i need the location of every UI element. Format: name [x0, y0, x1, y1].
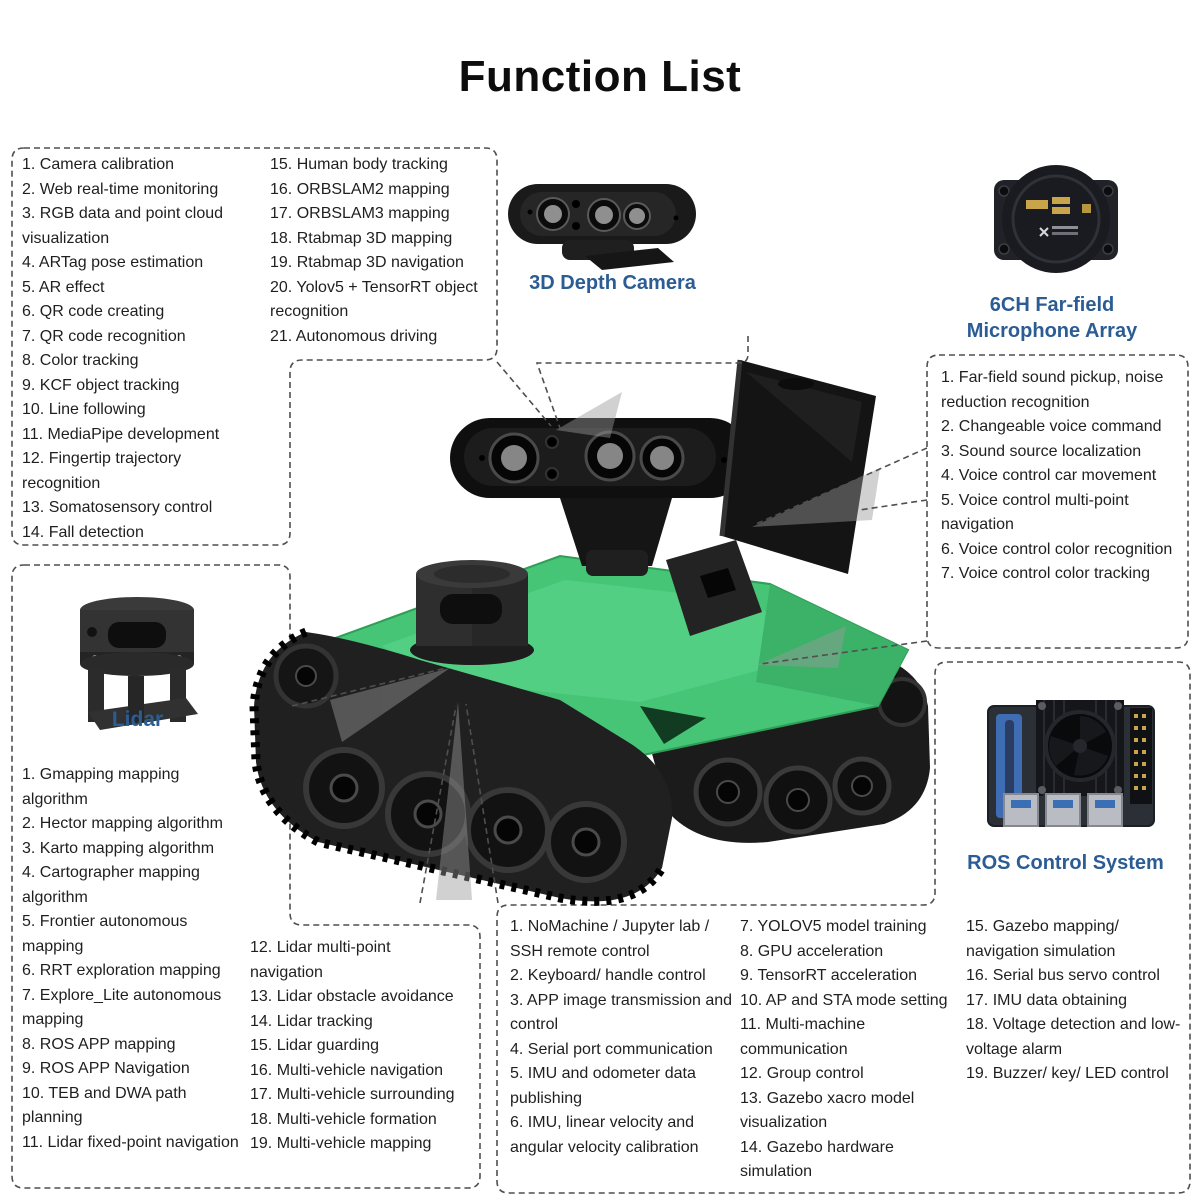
- ros-functions-col3: 15. Gazebo mapping/ navigation simulatio…: [966, 915, 1188, 1087]
- function-list-item: 2. Web real-time monitoring: [22, 180, 219, 198]
- function-list-item: 3. APP image transmission and control: [510, 991, 733, 1034]
- camera-functions-col2: 15. Human body tracking 16. ORBSLAM2 mapp…: [270, 153, 498, 349]
- function-list-item: 5. Voice control multi-point navigation: [941, 491, 1129, 534]
- function-list-item: 11. MediaPipe development: [22, 425, 220, 443]
- function-list-item: 17. Multi-vehicle surrounding: [250, 1086, 455, 1103]
- function-list-item: 11. Lidar fixed-point navigation: [22, 1133, 239, 1151]
- mic-logo: [1039, 227, 1049, 237]
- function-list-item: 16. Multi-vehicle navigation: [250, 1061, 443, 1079]
- function-list-item: 7. YOLOV5 model training: [740, 918, 927, 935]
- function-list-item: 7. Voice control color tracking: [941, 565, 1150, 582]
- function-list-item: 19. Multi-vehicle mapping: [250, 1135, 432, 1152]
- function-list-item: 10. AP and STA mode setting: [740, 991, 948, 1009]
- function-list-item: 3. Karto mapping algorithm: [22, 839, 215, 857]
- function-list-item: 19. Buzzer/ key/ LED control: [966, 1065, 1169, 1082]
- function-list-item: 4. ARTag pose estimation: [22, 254, 204, 271]
- function-list-item: 9. KCF object tracking: [22, 376, 180, 394]
- depth-camera-label: 3D Depth Camera: [529, 272, 696, 294]
- function-list-item: 16. Serial bus servo control: [966, 967, 1160, 984]
- function-list-item: 8. Color tracking: [22, 352, 139, 369]
- lidar-image: [80, 597, 198, 730]
- function-list-item: 19. Rtabmap 3D navigation: [270, 254, 464, 271]
- function-list-item: 6. Voice control color recognition: [941, 540, 1173, 558]
- camera-functions-col1: 1. Camera calibration 2. Web real-time mo…: [22, 153, 254, 545]
- ros-functions-box: [496, 661, 1191, 1194]
- function-list-item: 13. Gazebo xacro model visualization: [740, 1089, 915, 1132]
- function-list-item: 18. Voltage detection and low-voltage al…: [966, 1016, 1181, 1058]
- function-list-item: 12. Group control: [740, 1065, 864, 1082]
- lidar-functions-col2: 12. Lidar multi-point navigation 13. Lida…: [250, 936, 464, 1157]
- mic-functions-box: [926, 354, 1189, 649]
- ros-functions-col2: 7. YOLOV5 model training 8. GPU accelerat…: [740, 915, 952, 1185]
- function-list-item: 12. Lidar multi-point navigation: [250, 939, 391, 981]
- function-list-item: 7. Explore_Lite autonomous mapping: [22, 986, 222, 1029]
- function-list-item: 1. Gmapping mapping algorithm: [22, 766, 180, 808]
- function-list-item: 12. Fingertip trajectory recognition: [22, 450, 182, 492]
- function-list-item: 2. Keyboard/ handle control: [510, 967, 706, 984]
- function-list-item: 4. Cartographer mapping algorithm: [22, 864, 200, 906]
- function-list-item: 15. Lidar guarding: [250, 1037, 379, 1054]
- function-list-item: 18. Rtabmap 3D mapping: [270, 229, 453, 247]
- function-list-item: 8. GPU acceleration: [740, 942, 884, 960]
- function-list-item: 4. Serial port communication: [510, 1040, 713, 1058]
- function-list-item: 1. Camera calibration: [22, 156, 175, 173]
- function-list-item: 11. Multi-machine communication: [740, 1016, 866, 1058]
- function-list-item: 18. Multi-vehicle formation: [250, 1110, 437, 1128]
- function-list-item: 9. TensorRT acceleration: [740, 967, 917, 984]
- ros-board-image: [987, 700, 1155, 827]
- function-list-item: 2. Changeable voice command: [941, 418, 1162, 435]
- function-list-item: 14. Fall detection: [22, 523, 144, 541]
- depth-camera-image: [508, 184, 696, 270]
- function-list-item: 9. ROS APP Navigation: [22, 1060, 190, 1077]
- lidar-label: Lidar: [111, 708, 164, 731]
- function-list-item: 13. Lidar obstacle avoidance: [250, 988, 454, 1005]
- function-list-item: 21. Autonomous driving: [270, 327, 438, 345]
- function-list-item: 1. NoMachine / Jupyter lab / SSH remote …: [510, 918, 710, 960]
- function-list-item: 7. QR code recognition: [22, 327, 186, 345]
- function-list-item: 3. Sound source localization: [941, 442, 1142, 460]
- robot-image: [249, 359, 930, 906]
- function-list-item: 17. ORBSLAM3 mapping: [270, 205, 450, 222]
- function-list-item: 15. Human body tracking: [270, 156, 448, 173]
- mic-array-functions: 1. Far-field sound pickup, noise reducti…: [941, 366, 1183, 587]
- camera-functions-box: [11, 147, 498, 546]
- lidar-functions-box: [11, 564, 481, 1189]
- function-list-item: 6. IMU, linear velocity and angular velo…: [510, 1114, 699, 1156]
- function-list-item: 5. Frontier autonomous mapping: [22, 913, 188, 955]
- callout-leader-lines: [291, 336, 928, 904]
- function-list-item: 17. IMU data obtaining: [966, 991, 1127, 1009]
- ros-functions-col1: 1. NoMachine / Jupyter lab / SSH remote …: [510, 915, 738, 1160]
- lidar-functions-col1: 1. Gmapping mapping algorithm 2. Hector m…: [22, 763, 246, 1155]
- function-list-item: 14. Lidar tracking: [250, 1012, 373, 1030]
- function-list-item: 5. AR effect: [22, 278, 105, 296]
- function-list-item: 2. Hector mapping algorithm: [22, 815, 223, 832]
- function-list-item: 6. QR code creating: [22, 303, 165, 320]
- mic-array-image: [994, 165, 1118, 273]
- mic-array-label: 6CH Far-field Microphone Array: [966, 294, 1138, 342]
- function-list-item: 1. Far-field sound pickup, noise reducti…: [941, 369, 1164, 411]
- function-list-item: 4. Voice control car movement: [941, 467, 1157, 484]
- function-list-item: 13. Somatosensory control: [22, 499, 213, 516]
- function-list-item: 10. TEB and DWA path planning: [22, 1084, 187, 1127]
- function-list-item: 20. Yolov5 + TensorRT object recognition: [270, 278, 478, 321]
- function-list-item: 5. IMU and odometer data publishing: [510, 1065, 696, 1107]
- function-list-item: 16. ORBSLAM2 mapping: [270, 180, 450, 198]
- function-list-item: 15. Gazebo mapping/ navigation simulatio…: [966, 918, 1119, 960]
- function-list-item: 3. RGB data and point cloud visualizatio…: [22, 205, 224, 247]
- page-title: Function List: [458, 52, 742, 101]
- function-list-item: 6. RRT exploration mapping: [22, 962, 221, 979]
- ros-system-label: ROS Control System: [967, 852, 1164, 874]
- function-list-item: 14. Gazebo hardware simulation: [740, 1138, 894, 1181]
- function-list-item: 10. Line following: [22, 401, 146, 418]
- function-list-item: 8. ROS APP mapping: [22, 1035, 176, 1053]
